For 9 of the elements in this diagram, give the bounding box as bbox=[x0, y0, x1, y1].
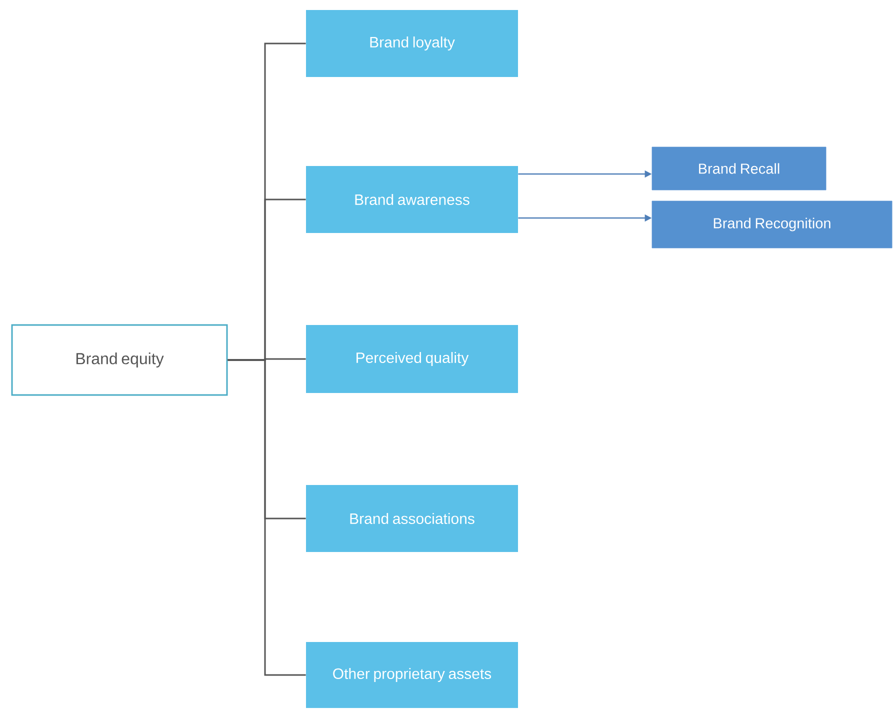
category-box: Brand associations bbox=[306, 485, 518, 552]
category-box: Brand awareness bbox=[306, 166, 518, 233]
sub-box: Brand Recall bbox=[652, 146, 826, 190]
category-box: Other proprietary assets bbox=[306, 642, 518, 708]
top-box: Brand equity bbox=[11, 324, 228, 396]
category-box: Perceived quality bbox=[306, 325, 518, 393]
category-box: Brand loyalty bbox=[306, 10, 518, 77]
sub-box: Brand Recognition bbox=[652, 200, 892, 248]
connector-line bbox=[228, 359, 306, 676]
